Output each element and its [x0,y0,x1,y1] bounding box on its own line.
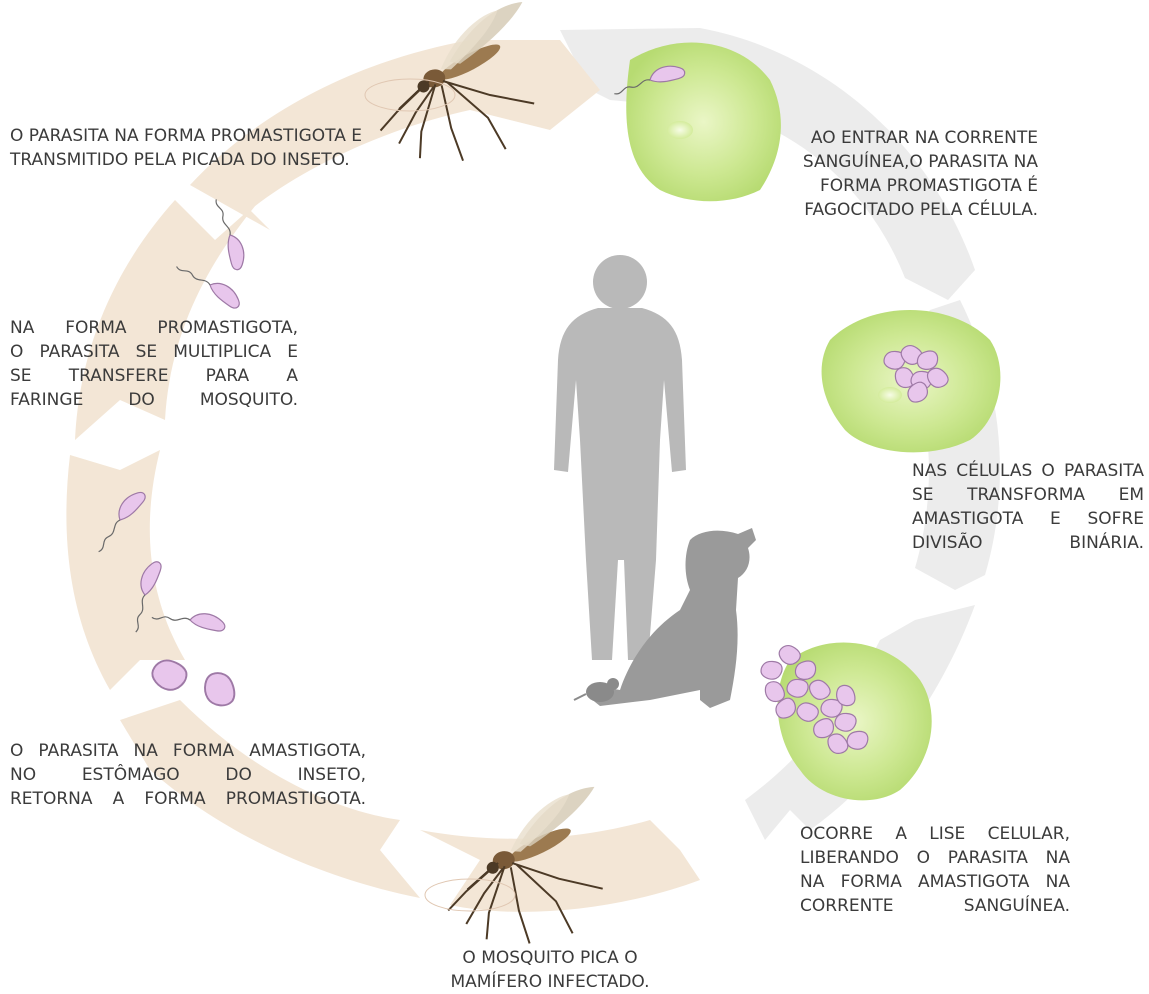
caption-line: SE TRANSFORMA EM [912,483,1144,507]
caption-line: SE TRANSFERE PARA A [10,364,298,388]
caption-lysis: OCORRE A LISE CELULAR, LIBERANDO O PARAS… [800,822,1070,918]
caption-mosquito-feeds: O MOSQUITO PICA O MAMÍFERO INFECTADO. [420,946,680,994]
caption-line: CORRENTE SANGUÍNEA. [800,894,1070,918]
caption-bite: O PARASITA NA FORMA PROMASTIGOTA E TRANS… [10,124,362,172]
human-silhouette-icon [554,255,686,660]
caption-line: AO ENTRAR NA CORRENTE [760,126,1038,150]
caption-line: NO ESTÔMAGO DO INSETO, [10,763,366,787]
caption-line: MAMÍFERO INFECTADO. [420,970,680,994]
caption-line: O PARASITA NA FORMA AMASTIGOTA, [10,739,366,763]
caption-line: TRANSMITIDO PELA PICADA DO INSETO. [10,148,362,172]
caption-phagocytosis: AO ENTRAR NA CORRENTE SANGUÍNEA,O PARASI… [760,126,1038,222]
caption-line: SANGUÍNEA,O PARASITA NA [760,150,1038,174]
caption-line: FORMA PROMASTIGOTA É [760,174,1038,198]
caption-line: FAGOCITADO PELA CÉLULA. [760,198,1038,222]
caption-line: OCORRE A LISE CELULAR, [800,822,1070,846]
caption-line: RETORNA A FORMA PROMASTIGOTA. [10,787,366,811]
caption-line: AMASTIGOTA E SOFRE [912,507,1144,531]
infected-cell-2-icon [822,310,1001,452]
infected-cell-1-icon [611,43,781,202]
caption-line: NAS CÉLULAS O PARASITA [912,459,1144,483]
caption-line: O MOSQUITO PICA O [420,946,680,970]
caption-line: NA FORMA AMASTIGOTA NA [800,870,1070,894]
caption-line: FARINGE DO MOSQUITO. [10,388,298,412]
caption-line: O PARASITA NA FORMA PROMASTIGOTA E [10,124,362,148]
caption-line: NA FORMA PROMASTIGOTA, [10,316,298,340]
caption-multiplication: NA FORMA PROMASTIGOTA, O PARASITA SE MUL… [10,316,298,412]
caption-binary-division: NAS CÉLULAS O PARASITA SE TRANSFORMA EM … [912,459,1144,555]
caption-line: LIBERANDO O PARASITA NA [800,846,1070,870]
caption-line: O PARASITA SE MULTIPLICA E [10,340,298,364]
caption-line: DIVISÃO BINÁRIA. [912,531,1144,555]
caption-stomach: O PARASITA NA FORMA AMASTIGOTA, NO ESTÔM… [10,739,366,811]
